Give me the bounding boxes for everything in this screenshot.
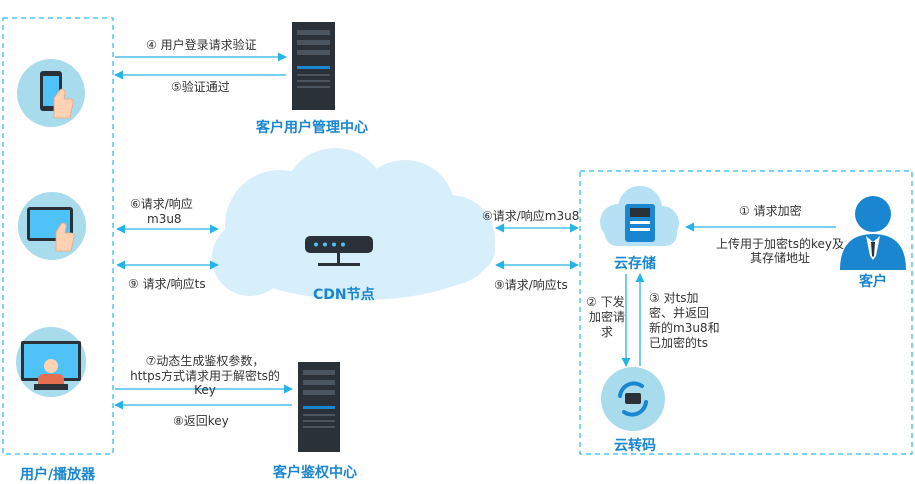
desktop-user-icon xyxy=(16,327,86,397)
tablet-icon xyxy=(18,192,86,260)
step-3-line2: 密、并返回 xyxy=(649,306,710,320)
customer-title: 客户 xyxy=(859,274,887,290)
cdn-cloud-icon xyxy=(212,148,495,300)
user-mgmt-server-icon xyxy=(292,22,335,110)
step-7-line2: https方式请求用于解密ts的 xyxy=(130,369,280,383)
auth-center-title: 客户鉴权中心 xyxy=(273,465,357,481)
user-mgmt-title: 客户用户管理中心 xyxy=(256,120,368,136)
step-6-left-line1: ⑥请求/响应 xyxy=(130,197,193,211)
storage-zone xyxy=(579,170,913,455)
step-2-line2: 加密请 xyxy=(589,310,626,324)
step-1-detail-line1: 上传用于加密ts的key及 xyxy=(716,237,844,251)
step-5-label: ⑤验证通过 xyxy=(171,80,230,94)
step-8-label: ⑧返回key xyxy=(173,414,229,428)
step-4-label: ④ 用户登录请求验证 xyxy=(146,38,257,52)
step-3-line4: 已加密的ts xyxy=(649,336,708,350)
step-7-line3: Key xyxy=(194,383,216,397)
step-1-label: ① 请求加密 xyxy=(739,204,802,218)
step-6-right-label: ⑥请求/响应m3u8 xyxy=(482,209,580,223)
customer-person-icon xyxy=(840,196,906,270)
user-player-title: 用户/播放器 xyxy=(20,467,96,483)
step-2-line3: 求 xyxy=(601,325,614,339)
auth-server-icon xyxy=(298,362,340,452)
step-3-line1: ③ 对ts加 xyxy=(649,291,699,305)
step-2-line1: ② 下发 xyxy=(586,295,625,309)
step-6-left-line2: m3u8 xyxy=(147,212,182,226)
step-1-detail-line2: 其存储地址 xyxy=(749,251,810,265)
cdn-title: CDN节点 xyxy=(313,287,375,303)
router-icon xyxy=(305,236,373,266)
user-player-zone xyxy=(2,17,114,455)
step-7-line1: ⑦动态生成鉴权参数， xyxy=(145,354,265,368)
transcode-icon xyxy=(601,367,665,431)
cloud-storage-icon xyxy=(600,186,679,246)
step-9-right-label: ⑨请求/响应ts xyxy=(494,278,568,292)
phone-icon xyxy=(17,59,85,127)
cloud-storage-title: 云存储 xyxy=(614,256,656,272)
step-3-line3: 新的m3u8和 xyxy=(649,321,720,335)
step-9-left-label: ⑨ 请求/响应ts xyxy=(128,277,206,291)
transcode-title: 云转码 xyxy=(614,438,656,454)
